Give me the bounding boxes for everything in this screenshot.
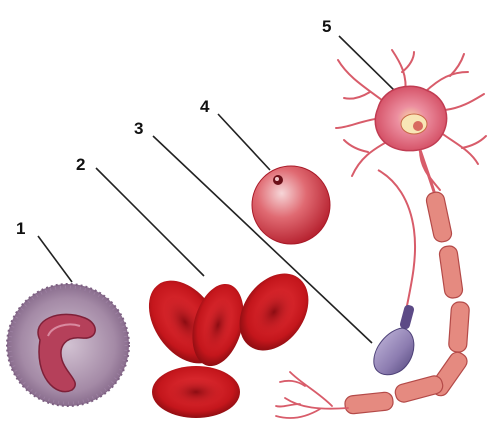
label-4: 4 xyxy=(200,97,210,116)
leader-line-5 xyxy=(339,36,399,95)
label-1: 1 xyxy=(16,219,25,238)
label-2: 2 xyxy=(76,155,85,174)
red-blood-cell xyxy=(152,366,240,418)
leader-line-1 xyxy=(38,236,72,282)
sperm-cell xyxy=(374,170,415,375)
red-blood-cells xyxy=(134,260,323,418)
leader-line-2 xyxy=(96,168,204,276)
label-3: 3 xyxy=(134,119,143,138)
leukocyte-cell xyxy=(7,284,129,406)
label-5: 5 xyxy=(322,17,331,36)
leader-line-4 xyxy=(218,114,270,170)
egg-cell xyxy=(252,166,330,244)
